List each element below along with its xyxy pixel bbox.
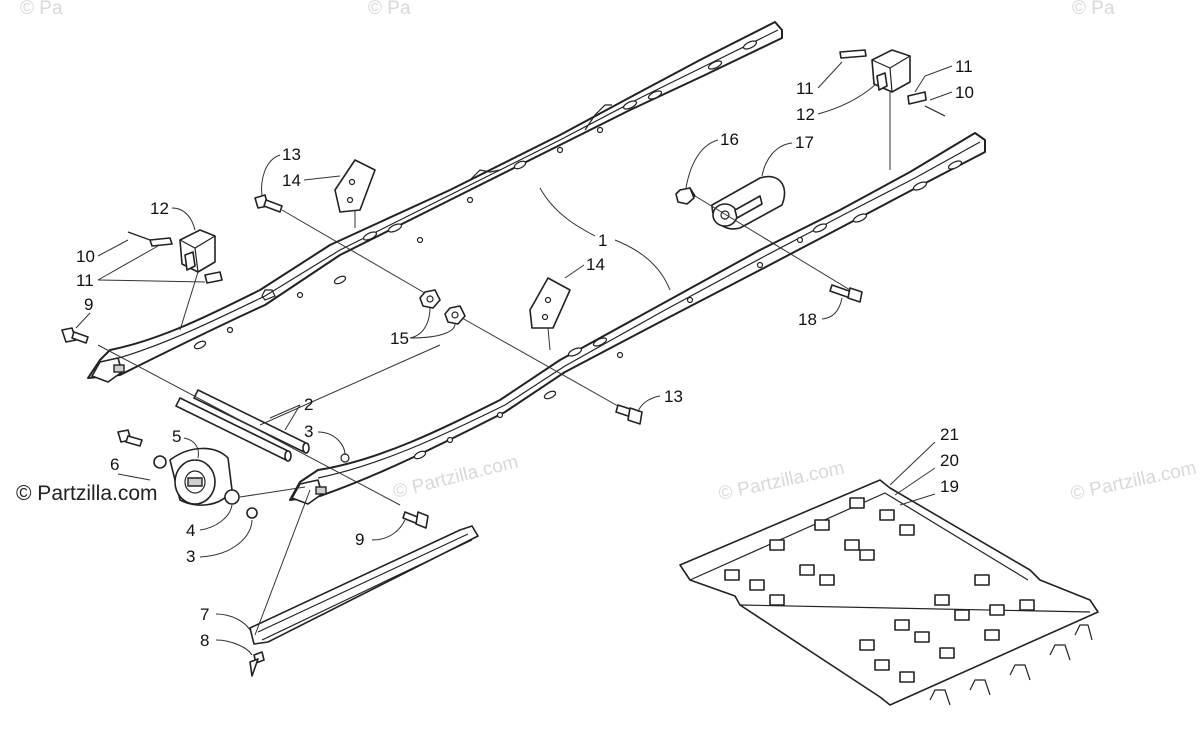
- right-slide-rail: [289, 132, 986, 505]
- nut-15-left: [419, 289, 441, 309]
- callout-11-left: 11: [76, 271, 94, 290]
- callout-8: 8: [200, 631, 209, 650]
- callout-15: 15: [390, 329, 409, 348]
- partzilla-watermark: © Partzilla.com: [16, 482, 158, 505]
- callout-10-right: 10: [955, 83, 974, 102]
- screw-8: [249, 651, 265, 677]
- bolt-9-right: [402, 511, 429, 529]
- callout-11-right: 11: [955, 57, 973, 76]
- callout-21: 21: [940, 425, 959, 444]
- track-lugs: [929, 624, 1093, 706]
- nut-16: [675, 187, 695, 205]
- clips-right: [839, 49, 946, 117]
- watermark-right: © Partzilla.com: [1069, 458, 1199, 505]
- watermark-top-center: © Pa: [368, 0, 411, 19]
- callout-20: 20: [940, 451, 959, 470]
- callout-18: 18: [798, 310, 817, 329]
- bumper-12-left: [179, 229, 216, 331]
- callout-7: 7: [200, 605, 209, 624]
- callout-5: 5: [172, 427, 181, 446]
- watermark-top-right: © Pa: [1072, 0, 1115, 19]
- callout-12-right: 12: [796, 105, 815, 124]
- bolt-18: [829, 284, 863, 303]
- callout-14-bottom: 14: [586, 255, 605, 274]
- callout-6: 6: [110, 455, 119, 474]
- callout-2: 2: [304, 395, 313, 414]
- idler-wheel-5: [117, 429, 306, 519]
- callout-9-left: 9: [84, 295, 93, 314]
- bolt-9-left: [61, 327, 89, 344]
- callout-10-left: 10: [76, 247, 95, 266]
- watermark-right-center: © Partzilla.com: [717, 458, 847, 505]
- wear-strip-7: [249, 489, 479, 645]
- bumper-12-right: [871, 49, 911, 170]
- cross-shafts: [97, 344, 441, 506]
- callout-9-right: 9: [355, 530, 364, 549]
- track-cleats: [724, 497, 1035, 683]
- bolt-13-bottom: [615, 404, 643, 425]
- callout-16: 16: [720, 130, 739, 149]
- watermark-top-left: © Pa: [20, 0, 63, 19]
- callout-11-right-top: 11: [796, 79, 814, 98]
- left-rail-holes: [193, 40, 758, 350]
- callout-13-top: 13: [282, 145, 301, 164]
- left-slide-rail: [87, 21, 783, 383]
- callout-3-bottom: 3: [186, 547, 195, 566]
- track-section: [679, 441, 1099, 706]
- shock-mount-17: [679, 175, 861, 297]
- callout-19: 19: [940, 477, 959, 496]
- clips-left: [127, 231, 223, 284]
- right-rail-holes: [413, 160, 963, 460]
- callout-1: 1: [598, 231, 607, 250]
- bracket-14-top: [334, 159, 376, 228]
- callout-12-left: 12: [150, 199, 169, 218]
- nut-15-right: [444, 305, 626, 411]
- callout-14-top: 14: [282, 171, 301, 190]
- callout-4: 4: [186, 521, 195, 540]
- callout-13-bottom: 13: [664, 387, 683, 406]
- callout-3-top: 3: [304, 422, 313, 441]
- callout-17: 17: [795, 133, 814, 152]
- bracket-14-bottom: [529, 277, 571, 351]
- callout-labels: 1 2 3 4 3 5 6 7 8 9 9 10 10 11 11 11: [75, 57, 974, 656]
